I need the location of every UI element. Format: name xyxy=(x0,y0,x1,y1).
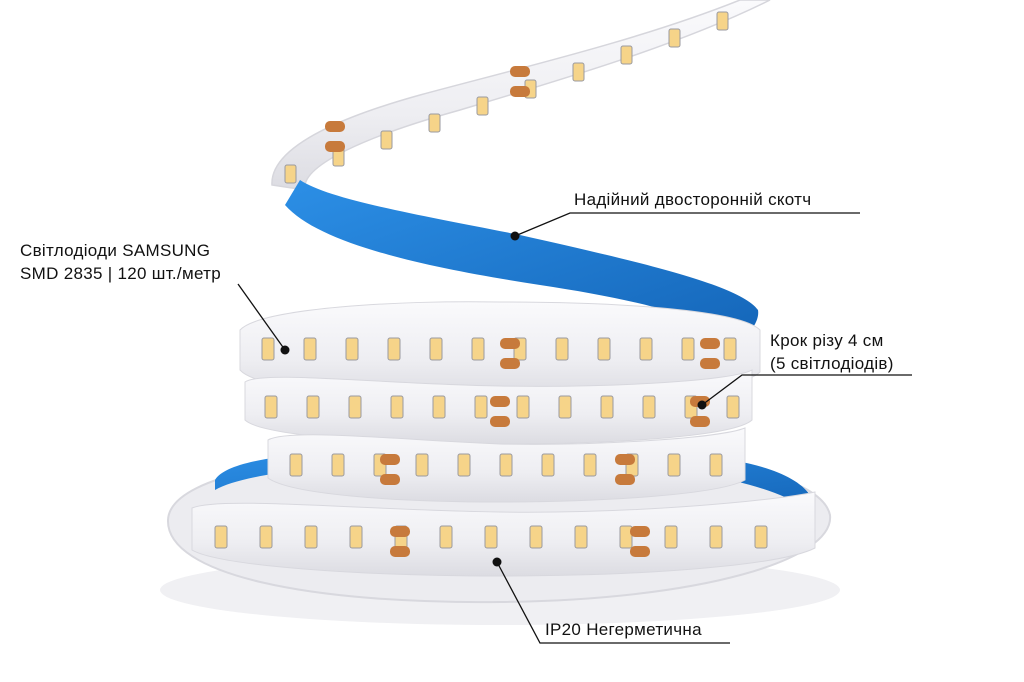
led-chip xyxy=(439,525,453,549)
led-chip xyxy=(348,395,362,419)
led-chip xyxy=(214,525,228,549)
led-chip xyxy=(380,130,393,150)
callout-leds-line1: Світлодіоди SAMSUNG xyxy=(20,241,211,260)
callout-leds: Світлодіоди SAMSUNG SMD 2835 | 120 шт./м… xyxy=(20,239,221,285)
spiral-blue-sweep xyxy=(285,180,759,345)
led-chip xyxy=(639,337,653,361)
led-chip xyxy=(476,96,489,116)
led-chip xyxy=(620,45,633,65)
led-chip xyxy=(583,453,597,477)
solder-pad xyxy=(325,141,345,152)
solder-pads xyxy=(325,66,720,557)
callout-cut-line1: Крок різу 4 см xyxy=(770,331,884,350)
spiral-upper-band xyxy=(271,0,771,191)
callout-cut: Крок різу 4 см (5 світлодіодів) xyxy=(770,329,894,375)
solder-pad xyxy=(500,358,520,369)
solder-pad xyxy=(325,121,345,132)
led-chip xyxy=(555,337,569,361)
solder-pad xyxy=(490,396,510,407)
led-chip xyxy=(681,337,695,361)
led-chip xyxy=(303,337,317,361)
callout-leaders xyxy=(237,212,912,644)
led-chip xyxy=(471,337,485,361)
led-chip xyxy=(387,337,401,361)
led-chip xyxy=(642,395,656,419)
led-chip xyxy=(474,395,488,419)
led-chip xyxy=(306,395,320,419)
led-chip xyxy=(723,337,737,361)
solder-pad xyxy=(380,454,400,465)
solder-pad xyxy=(510,86,530,97)
callout-leds-line2: SMD 2835 | 120 шт./метр xyxy=(20,264,221,283)
led-chip xyxy=(558,395,572,419)
led-chip xyxy=(600,395,614,419)
solder-pad xyxy=(390,546,410,557)
callout-ip-text: IP20 Негерметична xyxy=(545,620,702,639)
led-chip xyxy=(457,453,471,477)
led-chip xyxy=(345,337,359,361)
callout-ip: IP20 Негерметична xyxy=(545,618,702,641)
led-chip xyxy=(304,525,318,549)
led-chip xyxy=(499,453,513,477)
solder-pad xyxy=(615,454,635,465)
led-chip xyxy=(289,453,303,477)
solder-pad xyxy=(630,546,650,557)
led-chip xyxy=(349,525,363,549)
callout-dots xyxy=(280,231,707,567)
solder-pad xyxy=(615,474,635,485)
callout-cut-line2: (5 світлодіодів) xyxy=(770,354,894,373)
led-chip xyxy=(668,28,681,48)
led-chip xyxy=(529,525,543,549)
led-chip xyxy=(428,113,441,133)
led-chip xyxy=(619,525,633,549)
led-chip xyxy=(484,525,498,549)
led-chip xyxy=(709,525,723,549)
led-chip xyxy=(597,337,611,361)
led-chip xyxy=(667,453,681,477)
led-chip xyxy=(259,525,273,549)
led-chip xyxy=(716,11,729,31)
solder-pad xyxy=(390,526,410,537)
led-chip xyxy=(284,164,297,184)
led-chip xyxy=(516,395,530,419)
led-chip xyxy=(726,395,740,419)
solder-pad xyxy=(500,338,520,349)
led-chip xyxy=(429,337,443,361)
solder-pad xyxy=(700,338,720,349)
led-chip xyxy=(664,525,678,549)
led-chip xyxy=(264,395,278,419)
solder-pad xyxy=(510,66,530,77)
solder-pad xyxy=(490,416,510,427)
led-chips xyxy=(214,11,768,549)
solder-pad xyxy=(690,416,710,427)
led-chip xyxy=(754,525,768,549)
led-chip xyxy=(261,337,275,361)
solder-pad xyxy=(700,358,720,369)
led-chip xyxy=(432,395,446,419)
solder-pad xyxy=(380,474,400,485)
led-chip xyxy=(331,453,345,477)
callout-tape: Надійний двосторонній скотч xyxy=(574,188,811,211)
led-chip xyxy=(541,453,555,477)
callout-tape-text: Надійний двосторонній скотч xyxy=(574,190,812,209)
led-chip xyxy=(572,62,585,82)
led-chip xyxy=(415,453,429,477)
led-chip xyxy=(574,525,588,549)
led-chip xyxy=(709,453,723,477)
led-chip xyxy=(390,395,404,419)
solder-pad xyxy=(630,526,650,537)
